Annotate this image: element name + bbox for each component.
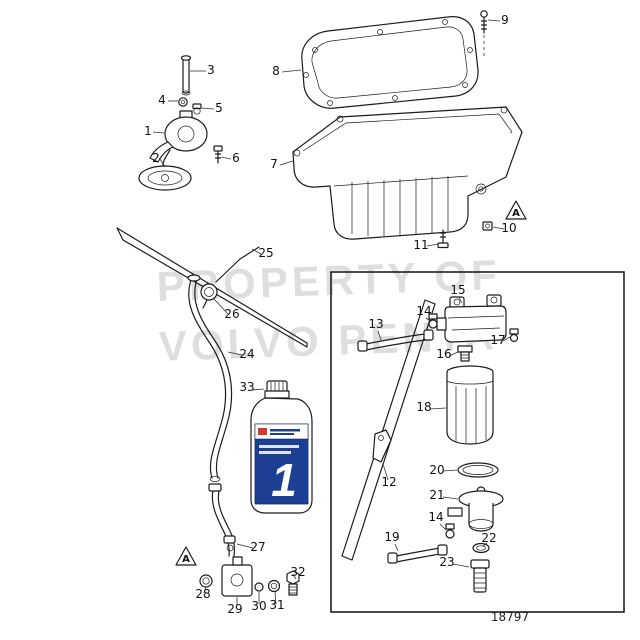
pump-plug <box>192 103 202 115</box>
part-label-26: 26 <box>224 307 239 321</box>
part-label-3: 3 <box>207 63 215 77</box>
part-label-15: 15 <box>450 283 465 297</box>
drain-valve-block <box>221 556 253 597</box>
pump-seal-ring <box>178 97 188 107</box>
part-label-21: 21 <box>429 488 444 502</box>
filter-head <box>436 294 507 343</box>
dipstick <box>116 227 308 348</box>
part-label-9: 9 <box>501 13 509 27</box>
part-label-6: 6 <box>232 151 240 165</box>
part-label-13: 13 <box>368 317 383 331</box>
gasket-screw <box>480 10 488 56</box>
part-label-22: 22 <box>481 531 496 545</box>
drain-washer <box>254 582 264 592</box>
filter-nipple <box>457 345 473 362</box>
part-label-18: 18 <box>416 400 431 414</box>
part-label-4: 4 <box>158 93 166 107</box>
part-label-11: 11 <box>413 238 428 252</box>
filter-inset-box <box>330 271 625 613</box>
oil-strainer <box>138 149 192 191</box>
part-label-32: 32 <box>290 565 305 579</box>
drain-plug-filter <box>470 559 490 593</box>
oil-pan <box>292 106 523 240</box>
pan-nut <box>482 221 493 231</box>
pump-body <box>149 110 208 163</box>
banjo-fitting-upper <box>428 313 438 329</box>
part-label-19: 19 <box>384 530 399 544</box>
detail-marker-a-bottom <box>175 546 197 566</box>
part-label-1: 1 <box>144 124 152 138</box>
plug-oring <box>472 542 490 554</box>
drain-hose-assembly <box>208 483 236 557</box>
drain-ring <box>267 579 281 593</box>
adapter-oring <box>457 462 499 478</box>
part-label-17: 17 <box>490 333 505 347</box>
pump-bolt <box>213 145 223 164</box>
detail-marker-labels: AA <box>182 208 520 565</box>
part-label-20: 20 <box>429 463 444 477</box>
part-label-8: 8 <box>272 64 280 78</box>
oil-bottle: 1 <box>250 380 313 514</box>
part-label-23: 23 <box>439 555 454 569</box>
part-label-14: 14 <box>428 510 443 524</box>
part-label-2: 2 <box>152 151 160 165</box>
part-label-10: 10 <box>501 221 516 235</box>
leader-lines <box>152 19 511 606</box>
part-label-30: 30 <box>251 599 266 613</box>
part-label-33: 33 <box>239 380 254 394</box>
part-label-24: 24 <box>239 347 254 361</box>
part-label-31: 31 <box>269 598 284 612</box>
part-label-5: 5 <box>215 101 223 115</box>
dipstick-tube <box>187 274 233 482</box>
pump-suction-pipe <box>180 55 192 96</box>
part-label-29: 29 <box>227 602 242 616</box>
head-plug <box>509 328 519 343</box>
fuel-hose-upper <box>357 329 434 352</box>
part-label-16: 16 <box>436 347 451 361</box>
filter-adapter <box>447 486 504 532</box>
detail-marker-label: A <box>182 554 190 565</box>
banjo-fitting-lower <box>445 523 455 539</box>
panel-clip <box>372 429 392 463</box>
part-label-7: 7 <box>270 157 278 171</box>
part-label-12: 12 <box>381 475 396 489</box>
figure-number: 18797 <box>491 610 529 624</box>
oil-pump-assembly <box>138 55 223 191</box>
detail-marker-label: A <box>512 208 520 219</box>
drain-plug <box>286 570 300 596</box>
part-label-28: 28 <box>195 587 210 601</box>
part-label-14: 14 <box>416 304 431 318</box>
mounting-panel <box>341 299 436 561</box>
fuel-hose-lower <box>387 544 448 564</box>
oil-pan-gasket <box>301 16 479 109</box>
part-label-25: 25 <box>258 246 273 260</box>
drain-oring <box>199 574 213 588</box>
oil-filter <box>446 365 494 445</box>
dipstick-handle-ring <box>200 283 218 301</box>
pan-screw <box>437 229 449 249</box>
detail-marker-a-top <box>505 200 527 220</box>
bottle-grade-digit: 1 <box>271 454 297 506</box>
part-label-27: 27 <box>250 540 265 554</box>
hose-fitting <box>223 535 236 544</box>
